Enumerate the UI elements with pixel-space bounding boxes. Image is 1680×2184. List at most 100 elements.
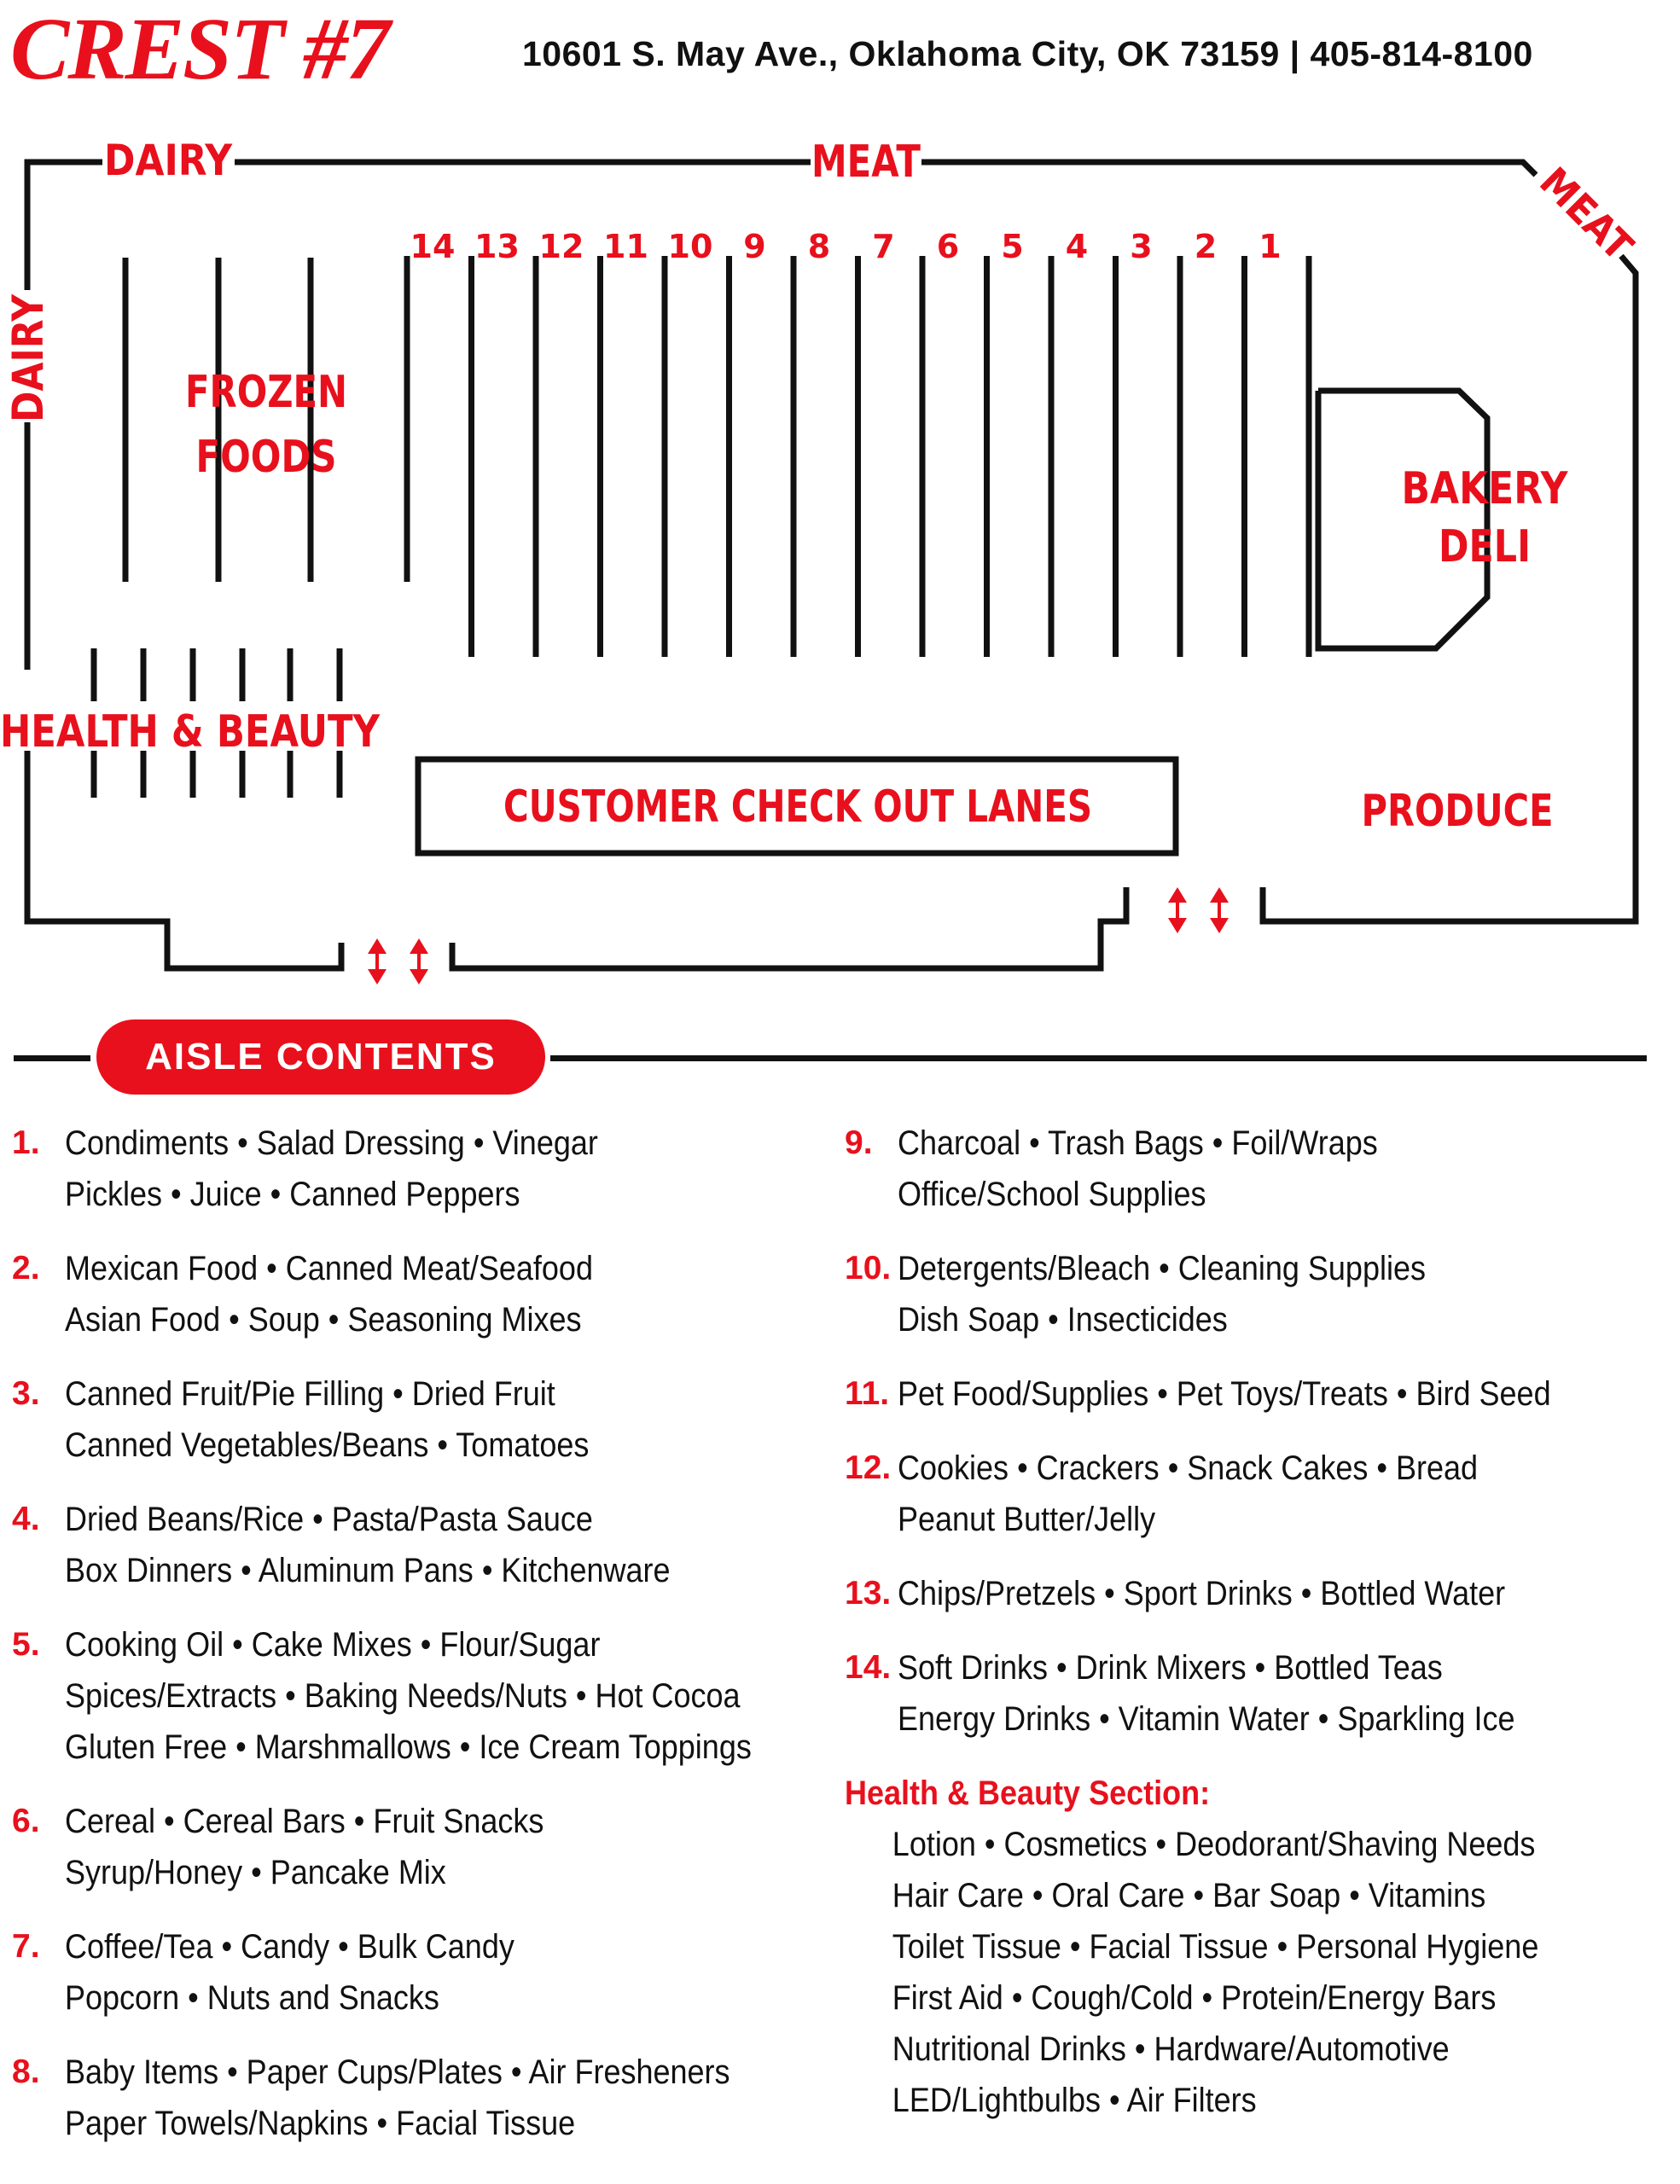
aisle-number-9: 9 — [743, 228, 765, 265]
aisle-entry-number: 6. — [12, 1803, 40, 1839]
aisle-number-12: 12 — [539, 228, 584, 265]
aisle-entry: 10.Detergents/Bleach • Cleaning Supplies… — [845, 1243, 1664, 1345]
label-frozen-foods-line2: FOODS — [196, 432, 337, 483]
store-address: 10601 S. May Ave., Oklahoma City, OK 731… — [522, 34, 1533, 73]
store-outer-wall — [449, 887, 1130, 972]
aisle-number-4: 4 — [1066, 228, 1088, 265]
aisle-entry-line: Cereal • Cereal Bars • Fruit Snacks — [65, 1803, 544, 1840]
health-beauty-section-title: Health & Beauty Section: — [845, 1774, 1211, 1812]
entrance-arrow — [368, 938, 387, 985]
aisle-number-3: 3 — [1130, 228, 1152, 265]
aisle-entry-line: Dried Beans/Rice • Pasta/Pasta Sauce — [65, 1501, 593, 1538]
aisle-number-13: 13 — [474, 228, 520, 265]
label-deli: DELI — [1439, 521, 1531, 572]
aisle-entry-line: Syrup/Honey • Pancake Mix — [65, 1854, 446, 1891]
aisle-number-5: 5 — [1001, 228, 1023, 265]
aisle-contents-title: AISLE CONTENTS — [96, 1019, 545, 1095]
entrance-arrows — [368, 887, 1229, 985]
aisle-entry-line: Spices/Extracts • Baking Needs/Nuts • Ho… — [65, 1677, 741, 1715]
aisle-entry-line: Pet Food/Supplies • Pet Toys/Treats • Bi… — [898, 1375, 1551, 1413]
aisle-entry: 5. Cooking Oil • Cake Mixes • Flour/Sugar… — [12, 1619, 814, 1773]
aisle-entry-line: Canned Vegetables/Beans • Tomatoes — [65, 1426, 590, 1464]
aisle-number-11: 11 — [603, 228, 648, 265]
health-beauty-line: Hair Care • Oral Care • Bar Soap • Vitam… — [892, 1877, 1486, 1914]
aisle-entry-line: Energy Drinks • Vitamin Water • Sparklin… — [898, 1700, 1515, 1738]
aisle-entry-number: 10. — [845, 1250, 892, 1287]
bakery-deli-counter — [1315, 387, 1491, 652]
aisle-entry: 14.Soft Drinks • Drink Mixers • Bottled … — [845, 1642, 1664, 1745]
aisle-entry-line: Condiments • Salad Dressing • Vinegar — [65, 1124, 598, 1162]
aisle-number-8: 8 — [808, 228, 830, 265]
label-dairy-side: DAIRY — [3, 293, 53, 422]
store-outer-wall — [24, 159, 102, 290]
aisle-number-14: 14 — [410, 228, 456, 265]
aisle-entry-number: 9. — [845, 1124, 873, 1161]
aisle-entry: 3. Canned Fruit/Pie Filling • Dried Fruit… — [12, 1368, 814, 1471]
aisle-entry-line: Charcoal • Trash Bags • Foil/Wraps — [898, 1124, 1378, 1162]
header-rule-left — [14, 1055, 90, 1061]
store-outer-wall — [24, 751, 345, 972]
aisle-entry-line: Paper Towels/Napkins • Facial Tissue — [65, 2105, 576, 2142]
aisle-entry-number: 2. — [12, 1250, 40, 1287]
aisle-entry-line: Coffee/Tea • Candy • Bulk Candy — [65, 1928, 514, 1966]
aisle-entry: 8. Baby Items • Paper Cups/Plates • Air F… — [12, 2047, 814, 2149]
aisle-entry-number: 12. — [845, 1449, 892, 1486]
health-beauty-line: Nutritional Drinks • Hardware/Automotive — [892, 2030, 1450, 2068]
aisle-entry-line: Canned Fruit/Pie Filling • Dried Fruit — [65, 1375, 555, 1413]
checkout-lanes-box — [415, 756, 1179, 857]
health-beauty-line: Lotion • Cosmetics • Deodorant/Shaving N… — [892, 1826, 1536, 1863]
aisle-entry-number: 5. — [12, 1626, 40, 1663]
aisle-entry-number: 14. — [845, 1649, 892, 1686]
aisle-entry-line: Peanut Butter/Jelly — [898, 1501, 1156, 1538]
aisle-entry: 13.Chips/Pretzels • Sport Drinks • Bottl… — [845, 1568, 1664, 1619]
store-logo: CREST #7 — [10, 0, 390, 98]
aisle-entry-number: 8. — [12, 2053, 40, 2090]
aisle-number-2: 2 — [1195, 228, 1217, 265]
aisle-entry-line: Soft Drinks • Drink Mixers • Bottled Tea… — [898, 1649, 1443, 1687]
aisle-entry-number: 11. — [845, 1375, 890, 1412]
aisle-entry-line: Gluten Free • Marshmallows • Ice Cream T… — [65, 1728, 752, 1766]
entrance-arrow — [1210, 887, 1229, 933]
aisle-entry-line: Asian Food • Soup • Seasoning Mixes — [65, 1301, 582, 1339]
aisle-contents-header: AISLE CONTENTS — [0, 1019, 1680, 1096]
aisle-entry-line: Cookies • Crackers • Snack Cakes • Bread — [898, 1449, 1479, 1487]
aisle-entry: 12.Cookies • Crackers • Snack Cakes • Br… — [845, 1443, 1664, 1545]
aisle-entry-line: Detergents/Bleach • Cleaning Supplies — [898, 1250, 1426, 1287]
health-beauty-line: First Aid • Cough/Cold • Protein/Energy … — [892, 1979, 1497, 2017]
aisle-entry-line: Pickles • Juice • Canned Peppers — [65, 1176, 520, 1213]
aisle-entry-line: Popcorn • Nuts and Snacks — [65, 1979, 439, 2017]
aisle-entry-line: Mexican Food • Canned Meat/Seafood — [65, 1250, 593, 1287]
label-bakery: BAKERY — [1402, 463, 1569, 514]
label-health-beauty: HEALTH & BEAUTY — [0, 706, 381, 758]
store-outer-wall — [1259, 253, 1639, 925]
aisle-entry-number: 3. — [12, 1375, 40, 1412]
label-meat-top: MEAT — [811, 136, 921, 188]
aisle-entry: 11.Pet Food/Supplies • Pet Toys/Treats •… — [845, 1368, 1664, 1420]
aisle-entry-line: Baby Items • Paper Cups/Plates • Air Fre… — [65, 2053, 730, 2091]
aisle-entry-line: Cooking Oil • Cake Mixes • Flour/Sugar — [65, 1626, 601, 1664]
label-meat-corner: MEAT — [1531, 159, 1642, 270]
aisle-number-1: 1 — [1259, 228, 1281, 265]
label-produce: PRODUCE — [1362, 786, 1554, 837]
label-checkout-lanes: CUSTOMER CHECK OUT LANES — [503, 781, 1092, 833]
aisle-entry-number: 1. — [12, 1124, 40, 1161]
health-beauty-line: LED/Lightbulbs • Air Filters — [892, 2082, 1257, 2119]
aisle-entry-line: Office/School Supplies — [898, 1176, 1206, 1213]
aisle-entry-line: Box Dinners • Aluminum Pans • Kitchenwar… — [65, 1552, 671, 1589]
health-beauty-line: Toilet Tissue • Facial Tissue • Personal… — [892, 1928, 1539, 1966]
entrance-arrow — [410, 938, 428, 985]
aisle-entry-number: 7. — [12, 1928, 40, 1965]
aisle-entry-line: Dish Soap • Insecticides — [898, 1301, 1228, 1339]
aisle-entry-number: 4. — [12, 1501, 40, 1537]
aisle-number-7: 7 — [872, 228, 894, 265]
entrance-arrow — [1168, 887, 1187, 933]
